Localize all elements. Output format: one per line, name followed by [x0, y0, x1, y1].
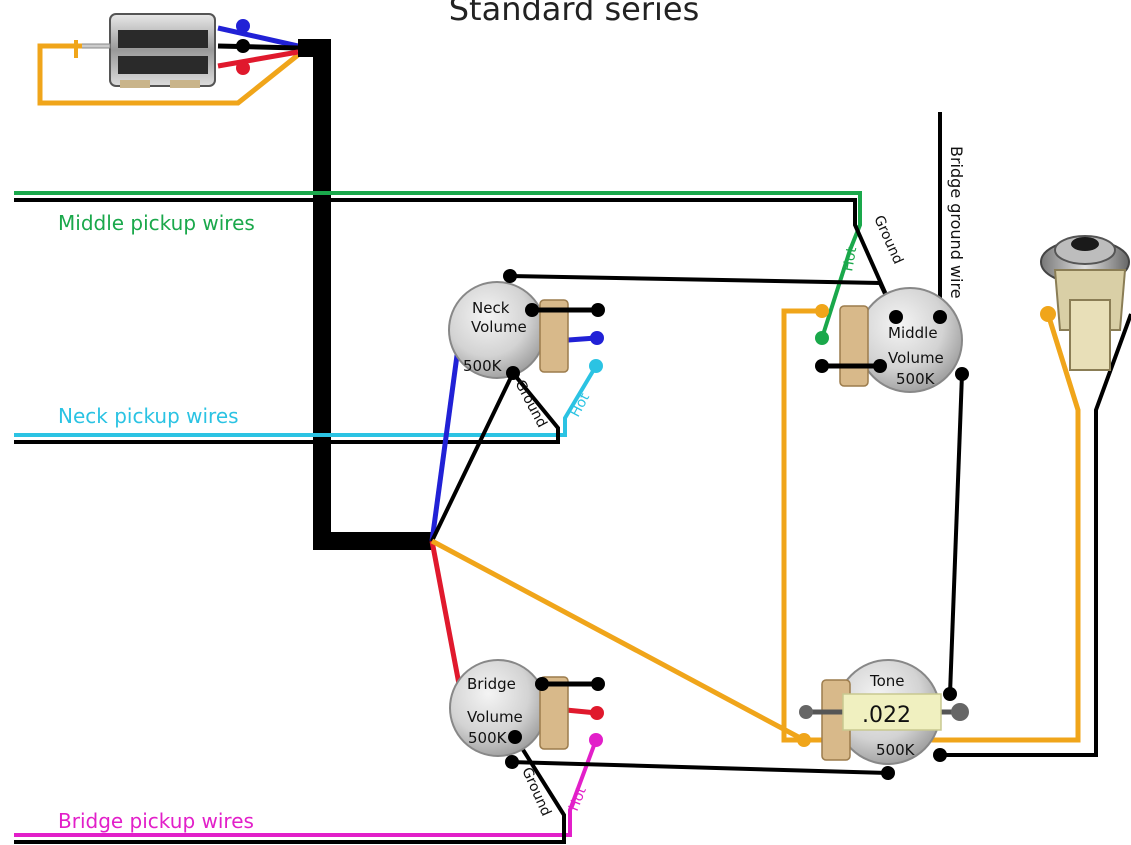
tone-pot-value: 500K [876, 741, 916, 759]
capacitor-body [842, 693, 942, 731]
tone-pot-line1: Tone [869, 672, 905, 690]
middle-pot-value: 500K [896, 370, 936, 388]
neck-pot-ground-dot [506, 366, 520, 380]
bridge-volume-pot: Bridge Volume 500K [449, 659, 569, 757]
switch-black-wire [217, 43, 299, 51]
bridge-ground-dot [933, 310, 947, 324]
tone-cap-left-dot [799, 705, 813, 719]
middle-to-tone-wire [948, 373, 964, 695]
middle-lug-2 [815, 331, 829, 345]
neck-wire-black [14, 371, 560, 444]
neck-ground-dot [503, 269, 517, 283]
middle-wire-black [14, 198, 898, 318]
jack-tip-dot [1040, 306, 1056, 322]
neck-lug-1b [591, 303, 605, 317]
switch-black-dot [236, 39, 250, 53]
middle-pot-line2: Volume [888, 349, 944, 367]
bridge-wires-label: Bridge pickup wires [58, 809, 254, 833]
tone-orange-dot [797, 733, 811, 747]
neck-hot-tag: Hot [567, 390, 593, 420]
middle-ground-dot [889, 310, 903, 324]
toggle-switch [59, 13, 216, 88]
page-title: Standard series [449, 0, 700, 28]
jack-black-wire [940, 313, 1131, 757]
bridge-ground-bus-dot [505, 755, 519, 769]
neck-lug-2 [590, 331, 604, 345]
switch-bundle-cable [298, 39, 432, 550]
capacitor-value: .022 [862, 703, 911, 728]
middle-lug-1 [815, 304, 829, 318]
neck-wire-cyan [14, 364, 598, 437]
switch-orange-loop [37, 43, 300, 106]
neck-ground-tag: Ground [511, 377, 549, 430]
bridge-lug-2 [590, 706, 604, 720]
switch-blue-wire [217, 25, 299, 49]
bridge-pot-line1: Bridge [467, 675, 516, 693]
jack-orange-wire [804, 313, 1081, 743]
bridge-ground-label: Bridge ground wire [947, 146, 966, 299]
output-jack [1040, 235, 1130, 371]
tone-ground-bus-dot [881, 766, 895, 780]
middle-orange-wire [781, 308, 822, 743]
middle-lug-3 [815, 359, 829, 373]
bridge-lug-1 [535, 677, 549, 691]
hub-orange-wire [430, 538, 806, 743]
neck-pot-line1: Neck [472, 299, 510, 317]
middle-wire-green [14, 191, 862, 339]
switch-red-dot [236, 61, 250, 75]
neck-lug-1 [525, 303, 539, 317]
bridge-wire-magenta [14, 739, 598, 837]
neck-wires-label: Neck pickup wires [58, 404, 239, 428]
neck-lug-3 [589, 359, 603, 373]
neck-pot-line2: Volume [471, 318, 527, 336]
neck-volume-pot: Neck Volume 500K [448, 281, 569, 379]
bridge-hot-tag: Hot [566, 784, 590, 813]
switch-blue-dot [236, 19, 250, 33]
middle-lug-3b [873, 359, 887, 373]
tone-jack-dot [933, 748, 947, 762]
bridge-lug-1b [591, 677, 605, 691]
bridge-wire-black [14, 735, 566, 844]
tone-cap-right-dot [951, 703, 969, 721]
ground-bus-bottom [509, 760, 889, 775]
middle-hot-tag: Hot [840, 245, 860, 272]
middle-to-tone-dot [955, 367, 969, 381]
middle-pot-line1: Middle [888, 324, 938, 342]
middle-volume-pot: Middle Volume 500K [839, 287, 963, 393]
bridge-pot-ground-dot [508, 730, 522, 744]
middle-ground-tag: Ground [870, 213, 906, 267]
bridge-lug-3 [589, 733, 603, 747]
hub-black-wire [430, 372, 515, 542]
tone-ground-dot [943, 687, 957, 701]
hub-blue-wire [429, 347, 461, 542]
bridge-pot-value: 500K [468, 729, 508, 747]
neck-pot-value: 500K [463, 357, 503, 375]
middle-wires-label: Middle pickup wires [58, 211, 255, 235]
bridge-pot-line2: Volume [467, 708, 523, 726]
switch-red-wire [217, 49, 299, 69]
